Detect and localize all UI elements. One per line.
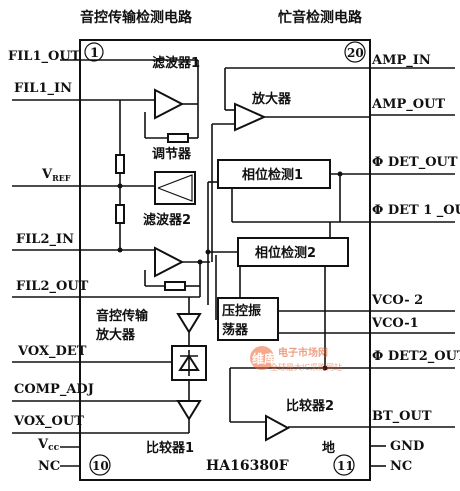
pin-vco2-label: VCO- 2: [371, 293, 423, 308]
pin-fil1-in-label: FIL1_IN: [14, 81, 72, 96]
vco-label-1: 压控振: [222, 303, 261, 319]
header-right: 忙音检测电路: [278, 9, 363, 26]
phase-detector-2-label: 相位检测2: [255, 245, 316, 261]
pin-nc-left-label: NC: [38, 459, 60, 474]
pin-vcc-label: Vcc: [37, 437, 60, 453]
vref-node: [117, 183, 123, 189]
comparator-2-label: 比较器2: [286, 398, 334, 414]
pin-amp-out-label: AMP_OUT: [371, 97, 445, 112]
comparator-1: [176, 400, 202, 421]
header-left: 音控传输检测电路: [80, 9, 193, 26]
pin10-label: 10: [92, 459, 109, 473]
pin10-marker: [89, 454, 111, 476]
pin1-label: 1: [90, 46, 99, 61]
regulator-label: 调节器: [152, 146, 192, 162]
pin11-label: 11: [337, 459, 354, 473]
pin-vref-label: VREF: [41, 167, 71, 183]
pin-phi-det1-out-label: Φ DET 1 _OUT: [372, 203, 460, 218]
pin-comp-adj-label: COMP_ADJ: [14, 382, 94, 397]
pin-vox-det-label: VOX_DET: [17, 344, 87, 359]
fil2-in-node: [117, 247, 123, 253]
filter1-opamp: [154, 88, 185, 120]
comparator-1-label: 比较器1: [146, 440, 194, 456]
filter2-label: 滤波器2: [143, 212, 191, 228]
ladder-resistor-bottom: [115, 204, 125, 224]
pin20-label: 20: [347, 46, 364, 60]
ground-label: 地: [322, 440, 335, 456]
pin1-marker: [84, 42, 104, 62]
filter2-output-node: [197, 259, 203, 265]
filter2-box: [154, 171, 196, 205]
pin-amp-in-label: AMP_IN: [371, 53, 431, 68]
phase-detector-2: [237, 237, 349, 267]
filter2-symbol: [157, 174, 193, 202]
filter2-feedback-resistor: [164, 281, 186, 291]
vco-label-2: 荡器: [222, 322, 249, 338]
tone-amp-label-1: 音控传输: [96, 308, 149, 324]
bus-pd2-node: [205, 249, 211, 255]
pin-fil2-out-label: FIL2_OUT: [16, 279, 89, 294]
watermark-logo: 维库: [252, 351, 276, 366]
pin-bt-out-label: BT_OUT: [372, 409, 432, 424]
part-number: HA16380F: [206, 458, 289, 474]
filter1-feedback-resistor: [167, 133, 189, 143]
tone-amp-label-2: 放大器: [95, 327, 136, 343]
amplifier-opamp: [234, 102, 267, 132]
pin-nc-right-label: NC: [390, 459, 412, 474]
pin-phi-det-out-label: Φ DET_OUT: [372, 155, 458, 170]
watermark-logo-icon: [250, 346, 274, 370]
pin-fil2-in-label: FIL2_IN: [16, 232, 74, 247]
filter2-opamp: [154, 246, 185, 278]
det2-node: [322, 365, 328, 371]
pin-vco1-label: VCO-1: [371, 316, 419, 331]
watermark-line2: 全球最大IC采购网站: [270, 362, 342, 372]
vco-block: [217, 297, 279, 341]
pin-vox-out-label: VOX_OUT: [13, 414, 84, 429]
watermark-line1: 电子市场网: [278, 346, 328, 359]
watermark: 维库 电子市场网 全球最大IC采购网站: [250, 346, 342, 372]
pin11-marker: [333, 454, 355, 476]
pin20-marker: [344, 41, 366, 63]
pin-gnd-label: GND: [390, 439, 424, 454]
ladder-resistor-top: [115, 154, 125, 174]
phase-detector-1-label: 相位检测1: [242, 167, 303, 183]
amplifier-label: 放大器: [251, 91, 292, 107]
phase-detector-1: [217, 159, 331, 189]
pin-phi-det2-out-label: Φ DET2_OUT: [372, 349, 460, 364]
filter1-label: 滤波器1: [152, 55, 200, 71]
pin-fil1-out-label: FIL1_OUT: [8, 49, 81, 64]
comparator-2: [265, 414, 291, 442]
